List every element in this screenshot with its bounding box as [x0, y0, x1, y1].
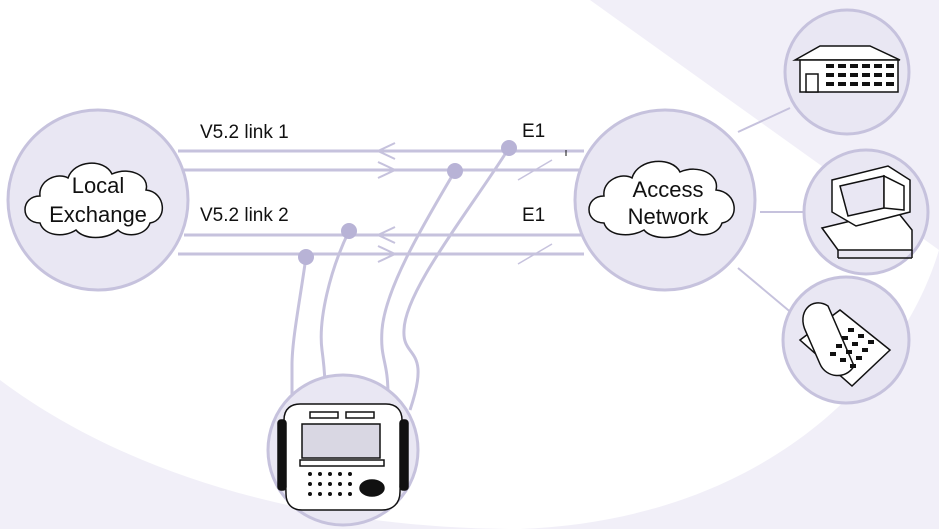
link-2-label: V5.2 link 2	[200, 205, 289, 226]
computer-endpoint	[802, 148, 930, 276]
cloud-icon	[588, 160, 735, 239]
arrow-right-icon	[377, 245, 398, 263]
arrow-right-icon	[377, 161, 398, 179]
computer-icon	[820, 165, 913, 259]
local-exchange-line2: Exchange	[49, 202, 147, 227]
tap-points	[298, 140, 517, 265]
telephone-endpoint	[781, 275, 911, 405]
tap-point	[447, 163, 463, 179]
link-1-type: E1	[522, 121, 545, 142]
tap-point	[298, 249, 314, 265]
access-network-line2: Network	[628, 204, 710, 229]
access-network-line1: Access	[633, 177, 704, 202]
e1-hash-mark	[517, 159, 553, 181]
spoke-building	[737, 107, 791, 133]
protocol-analyzer-icon	[277, 403, 409, 511]
arrow-left-icon	[375, 142, 396, 160]
building-icon	[792, 45, 901, 93]
link-lines	[178, 142, 584, 265]
tap-point	[341, 223, 357, 239]
test-device-node	[266, 373, 420, 527]
local-exchange-line1: Local	[72, 173, 125, 198]
test-cable	[402, 147, 511, 411]
test-cable	[380, 170, 457, 396]
arrow-left-icon	[375, 226, 396, 244]
telephone-icon	[798, 302, 892, 388]
e1-hash-mark	[517, 243, 553, 265]
test-cables	[290, 147, 511, 415]
link-1-label: V5.2 link 1	[200, 122, 289, 143]
access-network-node: Access Network	[573, 108, 757, 292]
building-endpoint	[783, 8, 911, 136]
cloud-icon	[24, 162, 164, 239]
tap-point	[501, 140, 517, 156]
link-2-type: E1	[522, 205, 545, 226]
local-exchange-node: Local Exchange	[6, 108, 190, 292]
